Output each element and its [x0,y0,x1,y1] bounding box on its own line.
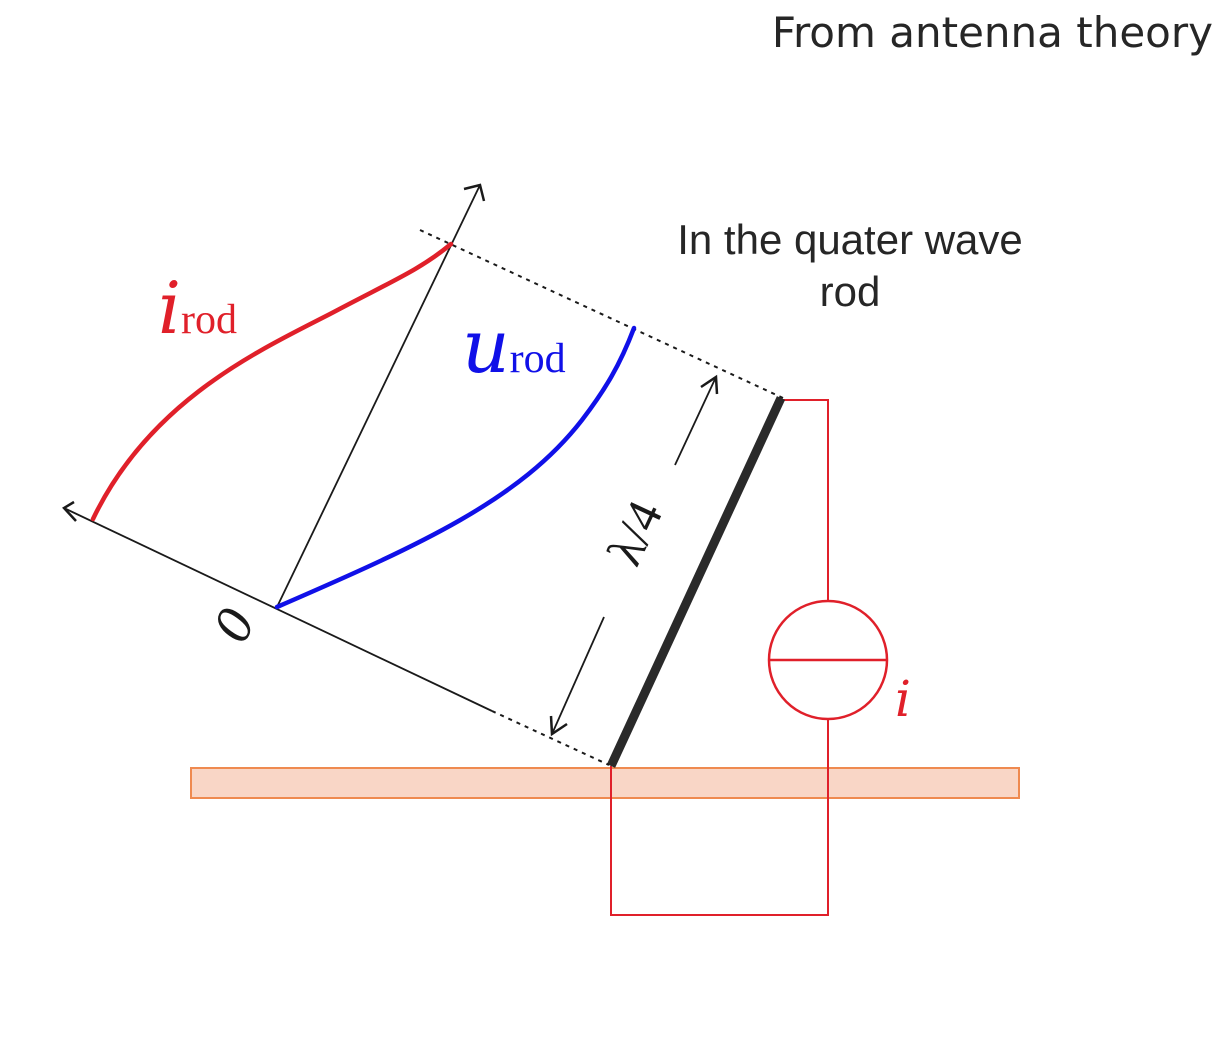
guide-line-bottom [491,710,610,766]
caption-line-2: rod [819,268,881,315]
length-dimension-lower [551,616,605,735]
axis-amplitude [63,507,493,712]
length-dimension-upper [674,376,717,466]
length-dimension-upper-arrowhead [700,374,719,395]
length-dimension-lower-arrowhead [549,715,568,737]
ground-plane [190,767,1020,799]
feed-wire-bottom [610,719,829,916]
current-curve-label: irod [158,266,237,350]
axis-along-rod [276,184,481,608]
current-source-label: i [895,670,911,728]
feed-wire-top [783,399,829,601]
voltage-curve-label: urod [462,304,566,390]
guide-line-top [419,229,784,399]
quarter-wave-rod [606,396,786,768]
length-label: λ/4 [596,492,673,573]
current-distribution-curve [90,241,454,522]
page-title: From antenna theory [771,8,1213,57]
voltage-distribution-curve [274,325,637,610]
caption: In the quater wave rod [620,214,1080,318]
axis-amplitude-arrowhead [62,500,77,522]
axis-along-rod-arrowhead [463,183,486,202]
caption-line-1: In the quater wave [677,216,1023,263]
origin-label: 0 [204,600,268,651]
